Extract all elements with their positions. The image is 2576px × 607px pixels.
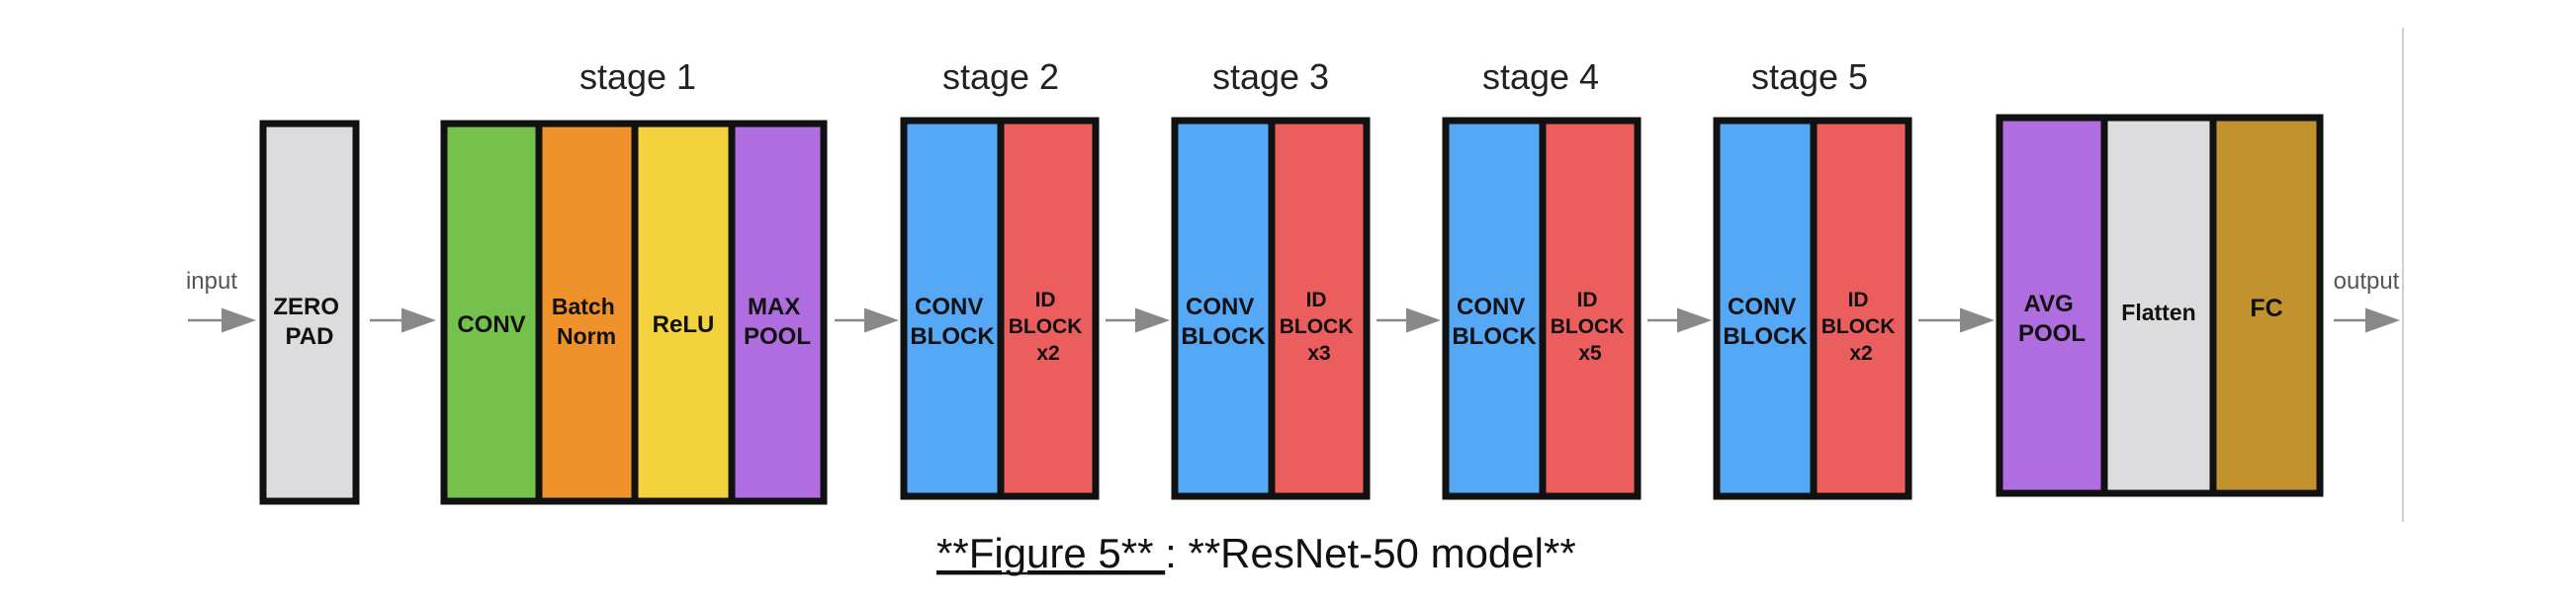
input-label: input bbox=[186, 268, 237, 295]
svg-text:ReLU: ReLU bbox=[653, 311, 715, 338]
head-blocks: AVG POOL Flatten FC bbox=[1996, 114, 2324, 497]
zero-pad-block: ZERO PAD bbox=[259, 120, 360, 505]
stage-1-label: stage 1 bbox=[579, 56, 696, 97]
output-label: output bbox=[2334, 268, 2400, 295]
svg-text:CONV: CONV bbox=[457, 311, 525, 338]
stage-1-blocks: CONV Batch Norm ReLU MAX POOL bbox=[440, 120, 828, 505]
stage-5-blocks: CONV BLOCK ID BLOCK x2 bbox=[1713, 117, 1912, 500]
svg-text:Flatten: Flatten bbox=[2121, 300, 2195, 325]
figure-caption: **Figure 5** : **ResNet-50 model** bbox=[936, 530, 1576, 576]
svg-text:FC: FC bbox=[2250, 295, 2282, 322]
stage-4-conv-block: CONV BLOCK bbox=[1442, 117, 1547, 500]
svg-text:CONV BLOCK: CONV BLOCK bbox=[1723, 294, 1808, 350]
svg-text:Batch Norm: Batch Norm bbox=[552, 294, 621, 349]
stage-3-id-block: ID BLOCK x3 bbox=[1268, 117, 1371, 500]
stage-2-blocks: CONV BLOCK ID BLOCK x2 bbox=[900, 117, 1100, 500]
stage-5-id-block: ID BLOCK x2 bbox=[1810, 117, 1912, 500]
stage-3-blocks: CONV BLOCK ID BLOCK x3 bbox=[1171, 117, 1371, 500]
max-pool-block: MAX POOL bbox=[728, 120, 828, 505]
svg-text:ID BLOCK x5: ID BLOCK x5 bbox=[1551, 289, 1631, 365]
stage-5-conv-block: CONV BLOCK bbox=[1713, 117, 1818, 500]
caption-figure-number: **Figure 5** bbox=[936, 530, 1165, 576]
svg-text:ID BLOCK x2: ID BLOCK x2 bbox=[1821, 289, 1902, 365]
relu-block: ReLU bbox=[631, 120, 736, 505]
stage-5-label: stage 5 bbox=[1751, 56, 1868, 97]
svg-text:CONV BLOCK: CONV BLOCK bbox=[1181, 294, 1266, 350]
svg-text:AVG POOL: AVG POOL bbox=[2018, 291, 2086, 347]
avg-pool-block: AVG POOL bbox=[1996, 114, 2108, 497]
svg-text:CONV BLOCK: CONV BLOCK bbox=[910, 294, 995, 350]
flatten-block: Flatten bbox=[2100, 114, 2217, 497]
stage-2-label: stage 2 bbox=[942, 56, 1059, 97]
svg-text:ZERO PAD: ZERO PAD bbox=[273, 294, 345, 350]
stage-4-id-block: ID BLOCK x5 bbox=[1539, 117, 1642, 500]
stage-4-blocks: CONV BLOCK ID BLOCK x5 bbox=[1442, 117, 1642, 500]
svg-text:ID BLOCK x2: ID BLOCK x2 bbox=[1009, 289, 1089, 365]
stage-3-label: stage 3 bbox=[1212, 56, 1329, 97]
svg-text:ID BLOCK x3: ID BLOCK x3 bbox=[1280, 289, 1360, 365]
svg-text:CONV BLOCK: CONV BLOCK bbox=[1452, 294, 1537, 350]
stage-3-conv-block: CONV BLOCK bbox=[1171, 117, 1276, 500]
fc-block: FC bbox=[2209, 114, 2324, 497]
svg-text:MAX POOL: MAX POOL bbox=[744, 294, 811, 350]
conv-block: CONV bbox=[440, 120, 543, 505]
caption-title: **ResNet-50 model** bbox=[1188, 530, 1575, 576]
stage-4-label: stage 4 bbox=[1482, 56, 1599, 97]
stage-2-conv-block: CONV BLOCK bbox=[900, 117, 1005, 500]
caption-separator: : bbox=[1165, 530, 1188, 576]
batch-norm-block: Batch Norm bbox=[535, 120, 639, 505]
stage-2-id-block: ID BLOCK x2 bbox=[997, 117, 1100, 500]
